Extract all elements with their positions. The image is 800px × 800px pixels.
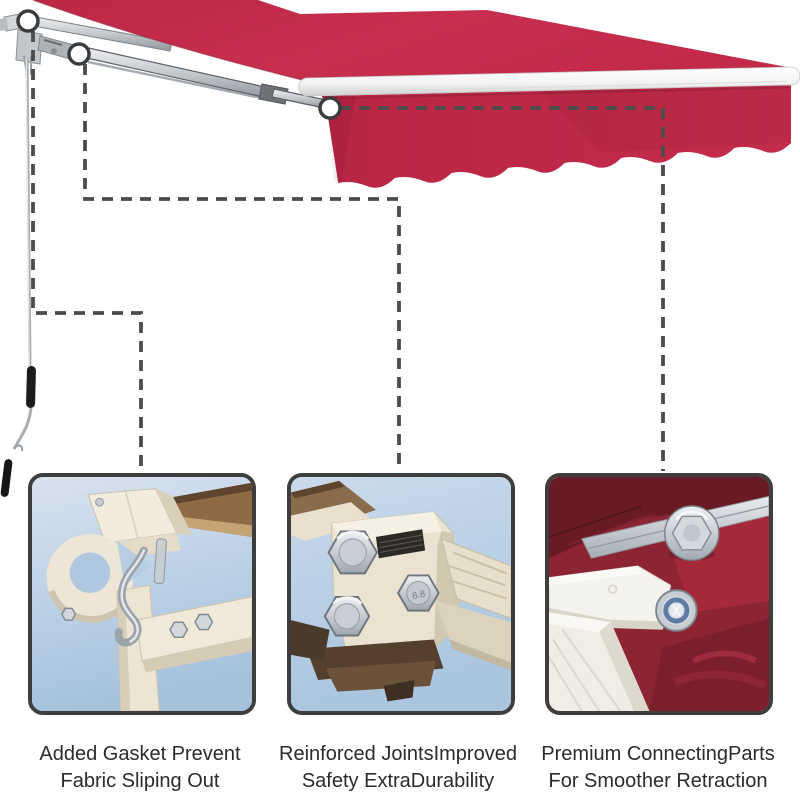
gasket-photo-illustration [32,477,252,711]
hex-bolt-bottom-left [323,596,371,637]
callout-circle-marker-1 [16,9,40,33]
caption-connector-line1: Premium ConnectingParts [541,743,775,765]
caption-gasket: Added Gasket Prevent Fabric Sliping Out [20,741,260,795]
crank-handle [0,57,36,497]
detail-photo-joint: 8.8 [287,473,515,715]
caption-joint-line2: Safety ExtraDurability [301,770,495,792]
callout-circle-marker-2 [67,42,91,66]
metal-hook [114,546,148,647]
flange-bolt [664,505,720,561]
callout-line-1 [31,31,143,471]
hex-bolt-top-left [327,530,378,575]
caption-connector-line2: For Smoother Retraction [548,770,768,792]
valance-white-trim [337,144,793,193]
caption-joint-line1: Reinforced JointsImproved [279,743,517,765]
fabric-canopy [32,0,792,82]
hex-bolt [194,613,214,631]
hex-bolt-right: 8.8 [396,574,440,612]
detail-photo-gasket [28,473,256,715]
hex-bolt [169,621,189,639]
valance [321,85,793,193]
front-bar [298,66,800,97]
bolt-grade-marking: 8.8 [411,589,426,603]
caption-gasket-line2: Fabric Sliping Out [60,770,220,792]
joint-photo-illustration: 8.8 [291,477,511,711]
blue-ring-nut [655,589,698,632]
caption-joint: Reinforced JointsImproved Safety ExtraDu… [278,741,518,795]
caption-gasket-line1: Added Gasket Prevent [39,743,241,765]
caption-connector: Premium ConnectingParts For Smoother Ret… [538,741,778,795]
callout-circle-marker-3 [318,96,342,120]
awning-illustration [0,0,800,497]
detail-photo-connector [545,473,773,715]
connector-photo-illustration [549,477,769,711]
callout-line-2 [83,64,401,471]
callout-line-3 [340,106,665,471]
